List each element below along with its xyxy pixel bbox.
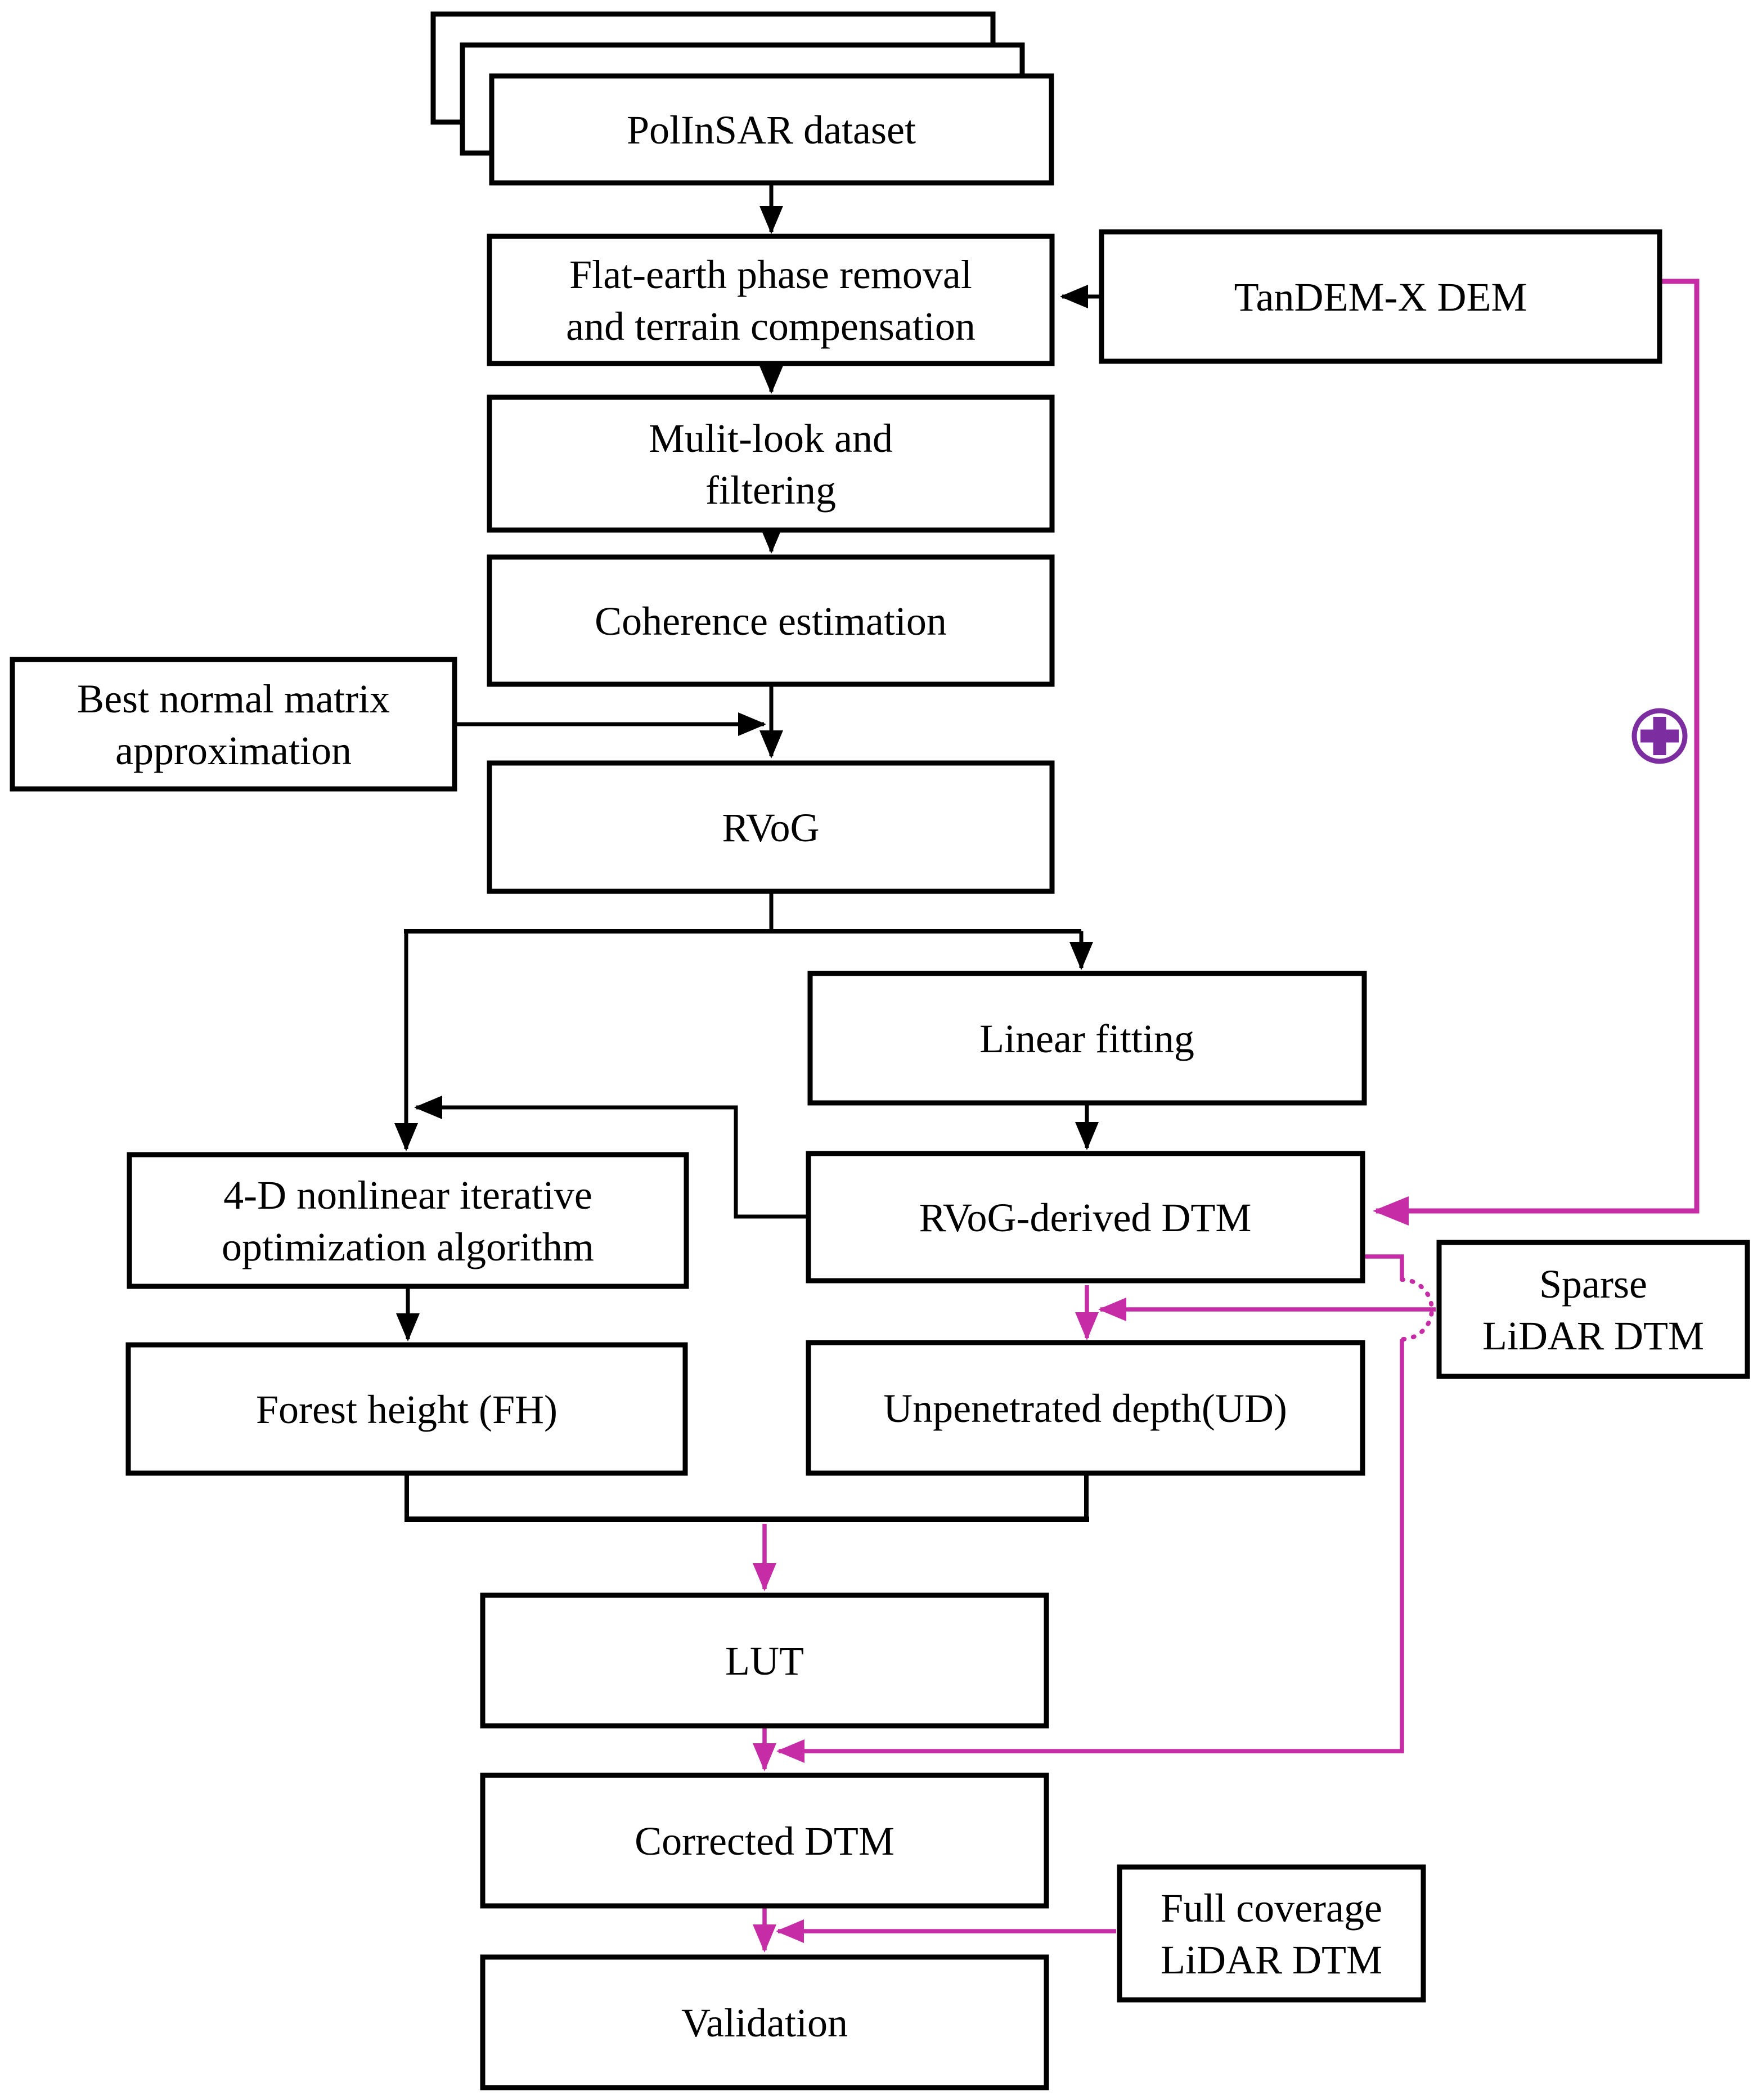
- rvog-dtm-label: RVoG-derived DTM: [919, 1195, 1252, 1240]
- flat-earth-label-line2: and terrain compensation: [566, 304, 976, 349]
- arrow-rvog-dtm-feedback-to-four-d: [414, 1096, 808, 1219]
- line-rvog-dtm-out-right: [1364, 1254, 1404, 1280]
- sparse-lidar-label-line2: LiDAR DTM: [1482, 1313, 1704, 1358]
- tandem-dem-label: TanDEM-X DEM: [1234, 275, 1527, 320]
- full-coverage-label-line2: LiDAR DTM: [1161, 1937, 1382, 1982]
- multilook-label-line1: Mulit-look and: [649, 416, 893, 461]
- best-normal-label-line1: Best normal matrix: [77, 676, 390, 721]
- node-sparse-lidar: Sparse LiDAR DTM: [1436, 1240, 1750, 1379]
- best-normal-label-line2: approximation: [115, 728, 352, 773]
- node-linear-fitting: Linear fitting: [807, 971, 1367, 1106]
- plus-circle-icon: [1631, 708, 1688, 764]
- arrow-rvog-dtm-to-corrected-line: [776, 1339, 1404, 1763]
- node-multilook: Mulit-look and filtering: [487, 394, 1055, 533]
- node-tandem-dem: TanDEM-X DEM: [1099, 229, 1662, 364]
- polinsar-stack-front: [489, 73, 1054, 186]
- node-forest-height: Forest height (FH): [125, 1342, 688, 1476]
- node-flat-earth: Flat-earth phase removal and terrain com…: [487, 234, 1055, 366]
- node-corrected-dtm: Corrected DTM: [480, 1773, 1049, 1909]
- flat-earth-label-line1: Flat-earth phase removal: [569, 252, 972, 297]
- corrected-dtm-label: Corrected DTM: [635, 1819, 895, 1864]
- polinsar-label: PolInSAR dataset: [627, 107, 916, 152]
- four-d-label-line1: 4-D nonlinear iterative: [223, 1173, 592, 1218]
- node-rvog: RVoG: [487, 760, 1055, 894]
- arrow-tandem-to-rvog-dtm-magenta: [1373, 279, 1700, 1226]
- node-polinsar-stack: PolInSAR dataset: [430, 11, 1054, 186]
- line-jump-arc-icon: [1400, 1277, 1434, 1341]
- four-d-label-line2: optimization algorithm: [222, 1224, 594, 1269]
- unpenetrated-label: Unpenetrated depth(UD): [883, 1386, 1287, 1431]
- forest-height-label: Forest height (FH): [256, 1387, 558, 1432]
- node-coherence: Coherence estimation: [487, 554, 1055, 687]
- full-coverage-label-line1: Full coverage: [1161, 1886, 1382, 1931]
- node-lut: LUT: [480, 1592, 1049, 1729]
- node-validation: Validation: [480, 1954, 1049, 2090]
- lut-label: LUT: [725, 1639, 804, 1684]
- linear-fitting-label: Linear fitting: [979, 1016, 1194, 1061]
- node-rvog-dtm: RVoG-derived DTM: [806, 1151, 1365, 1284]
- coherence-label: Coherence estimation: [595, 599, 947, 644]
- rvog-label: RVoG: [722, 805, 820, 850]
- validation-label: Validation: [681, 2000, 848, 2045]
- node-full-coverage: Full coverage LiDAR DTM: [1117, 1864, 1426, 2003]
- node-four-d: 4-D nonlinear iterative optimization alg…: [127, 1152, 689, 1289]
- multilook-label-line2: filtering: [705, 468, 836, 513]
- node-unpenetrated: Unpenetrated depth(UD): [806, 1340, 1365, 1476]
- sparse-lidar-label-line1: Sparse: [1539, 1262, 1647, 1307]
- node-best-normal: Best normal matrix approximation: [10, 657, 457, 792]
